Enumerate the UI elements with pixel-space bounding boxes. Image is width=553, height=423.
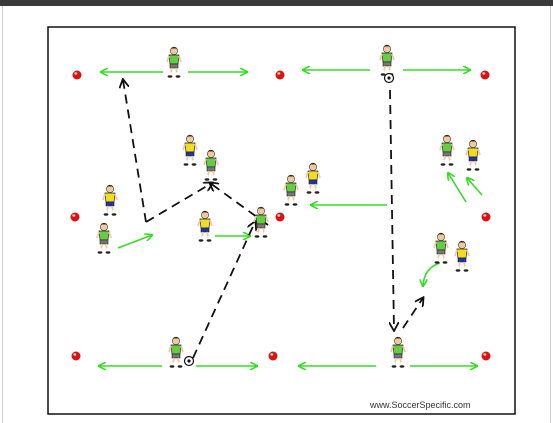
player-yellow: [182, 134, 198, 166]
cone: [71, 351, 81, 361]
player-green: [166, 46, 182, 78]
run-arrow: [123, 80, 147, 223]
run-arrow: [192, 222, 255, 359]
image-frame: [2, 6, 551, 423]
cone: [268, 351, 278, 361]
cone: [275, 212, 285, 222]
player-green: [203, 149, 219, 181]
cones: [70, 70, 491, 361]
cone: [480, 70, 490, 80]
player-yellow: [465, 139, 481, 171]
run-arrow: [402, 298, 423, 329]
ball: [183, 355, 195, 367]
pass-arrow: [448, 173, 467, 203]
players: [96, 44, 481, 368]
pass-arrow: [423, 262, 441, 286]
player-green: [283, 174, 299, 206]
cone: [72, 70, 82, 80]
pass-arrow: [467, 178, 483, 196]
player-yellow: [454, 240, 470, 272]
watermark: www.SoccerSpecific.com: [369, 400, 471, 410]
balls: [183, 72, 395, 367]
player-green: [253, 206, 269, 238]
cone: [70, 212, 80, 222]
run-arrows: [123, 80, 423, 359]
player-green: [433, 232, 449, 264]
player-yellow: [305, 162, 321, 194]
run-arrow: [390, 89, 394, 330]
cone: [275, 70, 285, 80]
run-arrow: [145, 183, 212, 223]
run-arrow: [210, 183, 269, 226]
cone: [481, 212, 491, 222]
player-green: [168, 336, 184, 368]
cone: [481, 351, 491, 361]
player-yellow: [102, 184, 118, 216]
player-green: [439, 134, 455, 166]
pass-arrow: [117, 235, 152, 249]
window-top-bar: [0, 0, 553, 6]
player-yellow: [197, 210, 213, 242]
pass-arrows: [99, 70, 483, 366]
ball: [383, 72, 395, 84]
player-green: [390, 336, 406, 368]
player-green: [96, 222, 112, 254]
player-green: [379, 44, 395, 76]
